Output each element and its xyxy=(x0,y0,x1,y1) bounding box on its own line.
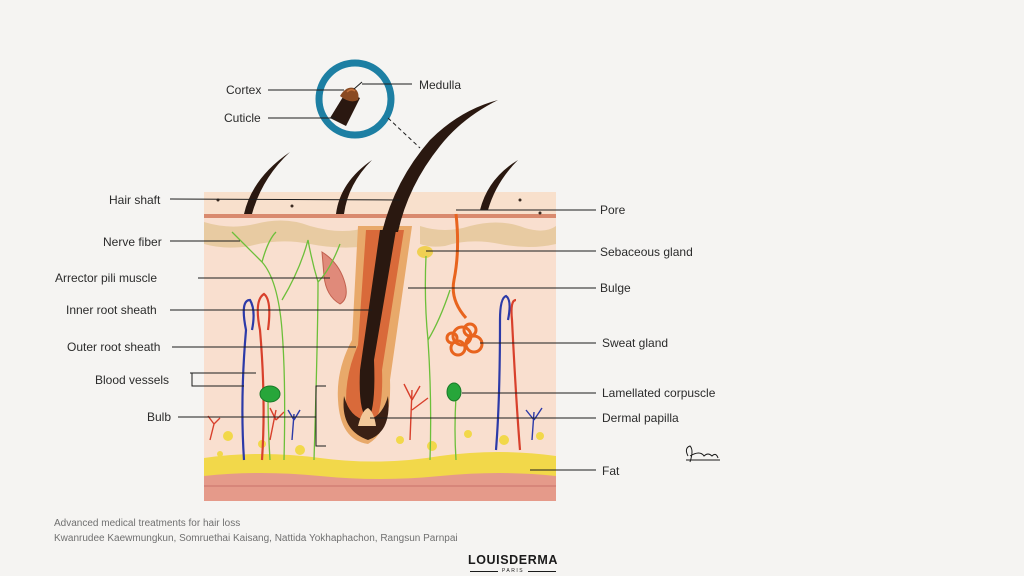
label-lamellated-corpuscle: Lamellated corpuscle xyxy=(602,386,715,400)
label-blood-vessels: Blood vessels xyxy=(95,373,169,387)
label-fat: Fat xyxy=(602,464,619,478)
label-cortex: Cortex xyxy=(226,83,261,97)
brand-subline: PARIS xyxy=(466,568,560,574)
credit-authors: Kwanrudee Kaewmungkun, Somruethai Kaisan… xyxy=(54,531,458,546)
sebaceous-gland xyxy=(417,246,433,258)
label-dermal-papilla: Dermal papilla xyxy=(602,411,679,425)
label-pore: Pore xyxy=(600,203,625,217)
label-hair-shaft: Hair shaft xyxy=(109,193,160,207)
signature xyxy=(686,446,720,462)
label-sebaceous-gland: Sebaceous gland xyxy=(600,245,693,259)
lamellated-corpuscle-left xyxy=(260,386,280,402)
skin-surface-line xyxy=(204,214,556,218)
label-outer-root-sheath: Outer root sheath xyxy=(67,340,160,354)
brand-logo: LOUISDERMA PARIS xyxy=(466,553,560,574)
hair-magnifier xyxy=(319,63,420,148)
brand-sub: PARIS xyxy=(502,568,524,574)
label-bulb: Bulb xyxy=(147,410,171,424)
label-sweat-gland: Sweat gland xyxy=(602,336,668,350)
label-arrector-pili-muscle: Arrector pili muscle xyxy=(55,271,157,285)
label-medulla: Medulla xyxy=(419,78,461,92)
lamellated-corpuscle-right xyxy=(447,383,461,401)
credit-title: Advanced medical treatments for hair los… xyxy=(54,516,458,531)
label-inner-root-sheath: Inner root sheath xyxy=(66,303,157,317)
label-bulge: Bulge xyxy=(600,281,631,295)
label-nerve-fiber: Nerve fiber xyxy=(103,235,162,249)
source-credit: Advanced medical treatments for hair los… xyxy=(54,516,458,546)
brand-name: LOUISDERMA xyxy=(466,553,560,567)
label-cuticle: Cuticle xyxy=(224,111,261,125)
